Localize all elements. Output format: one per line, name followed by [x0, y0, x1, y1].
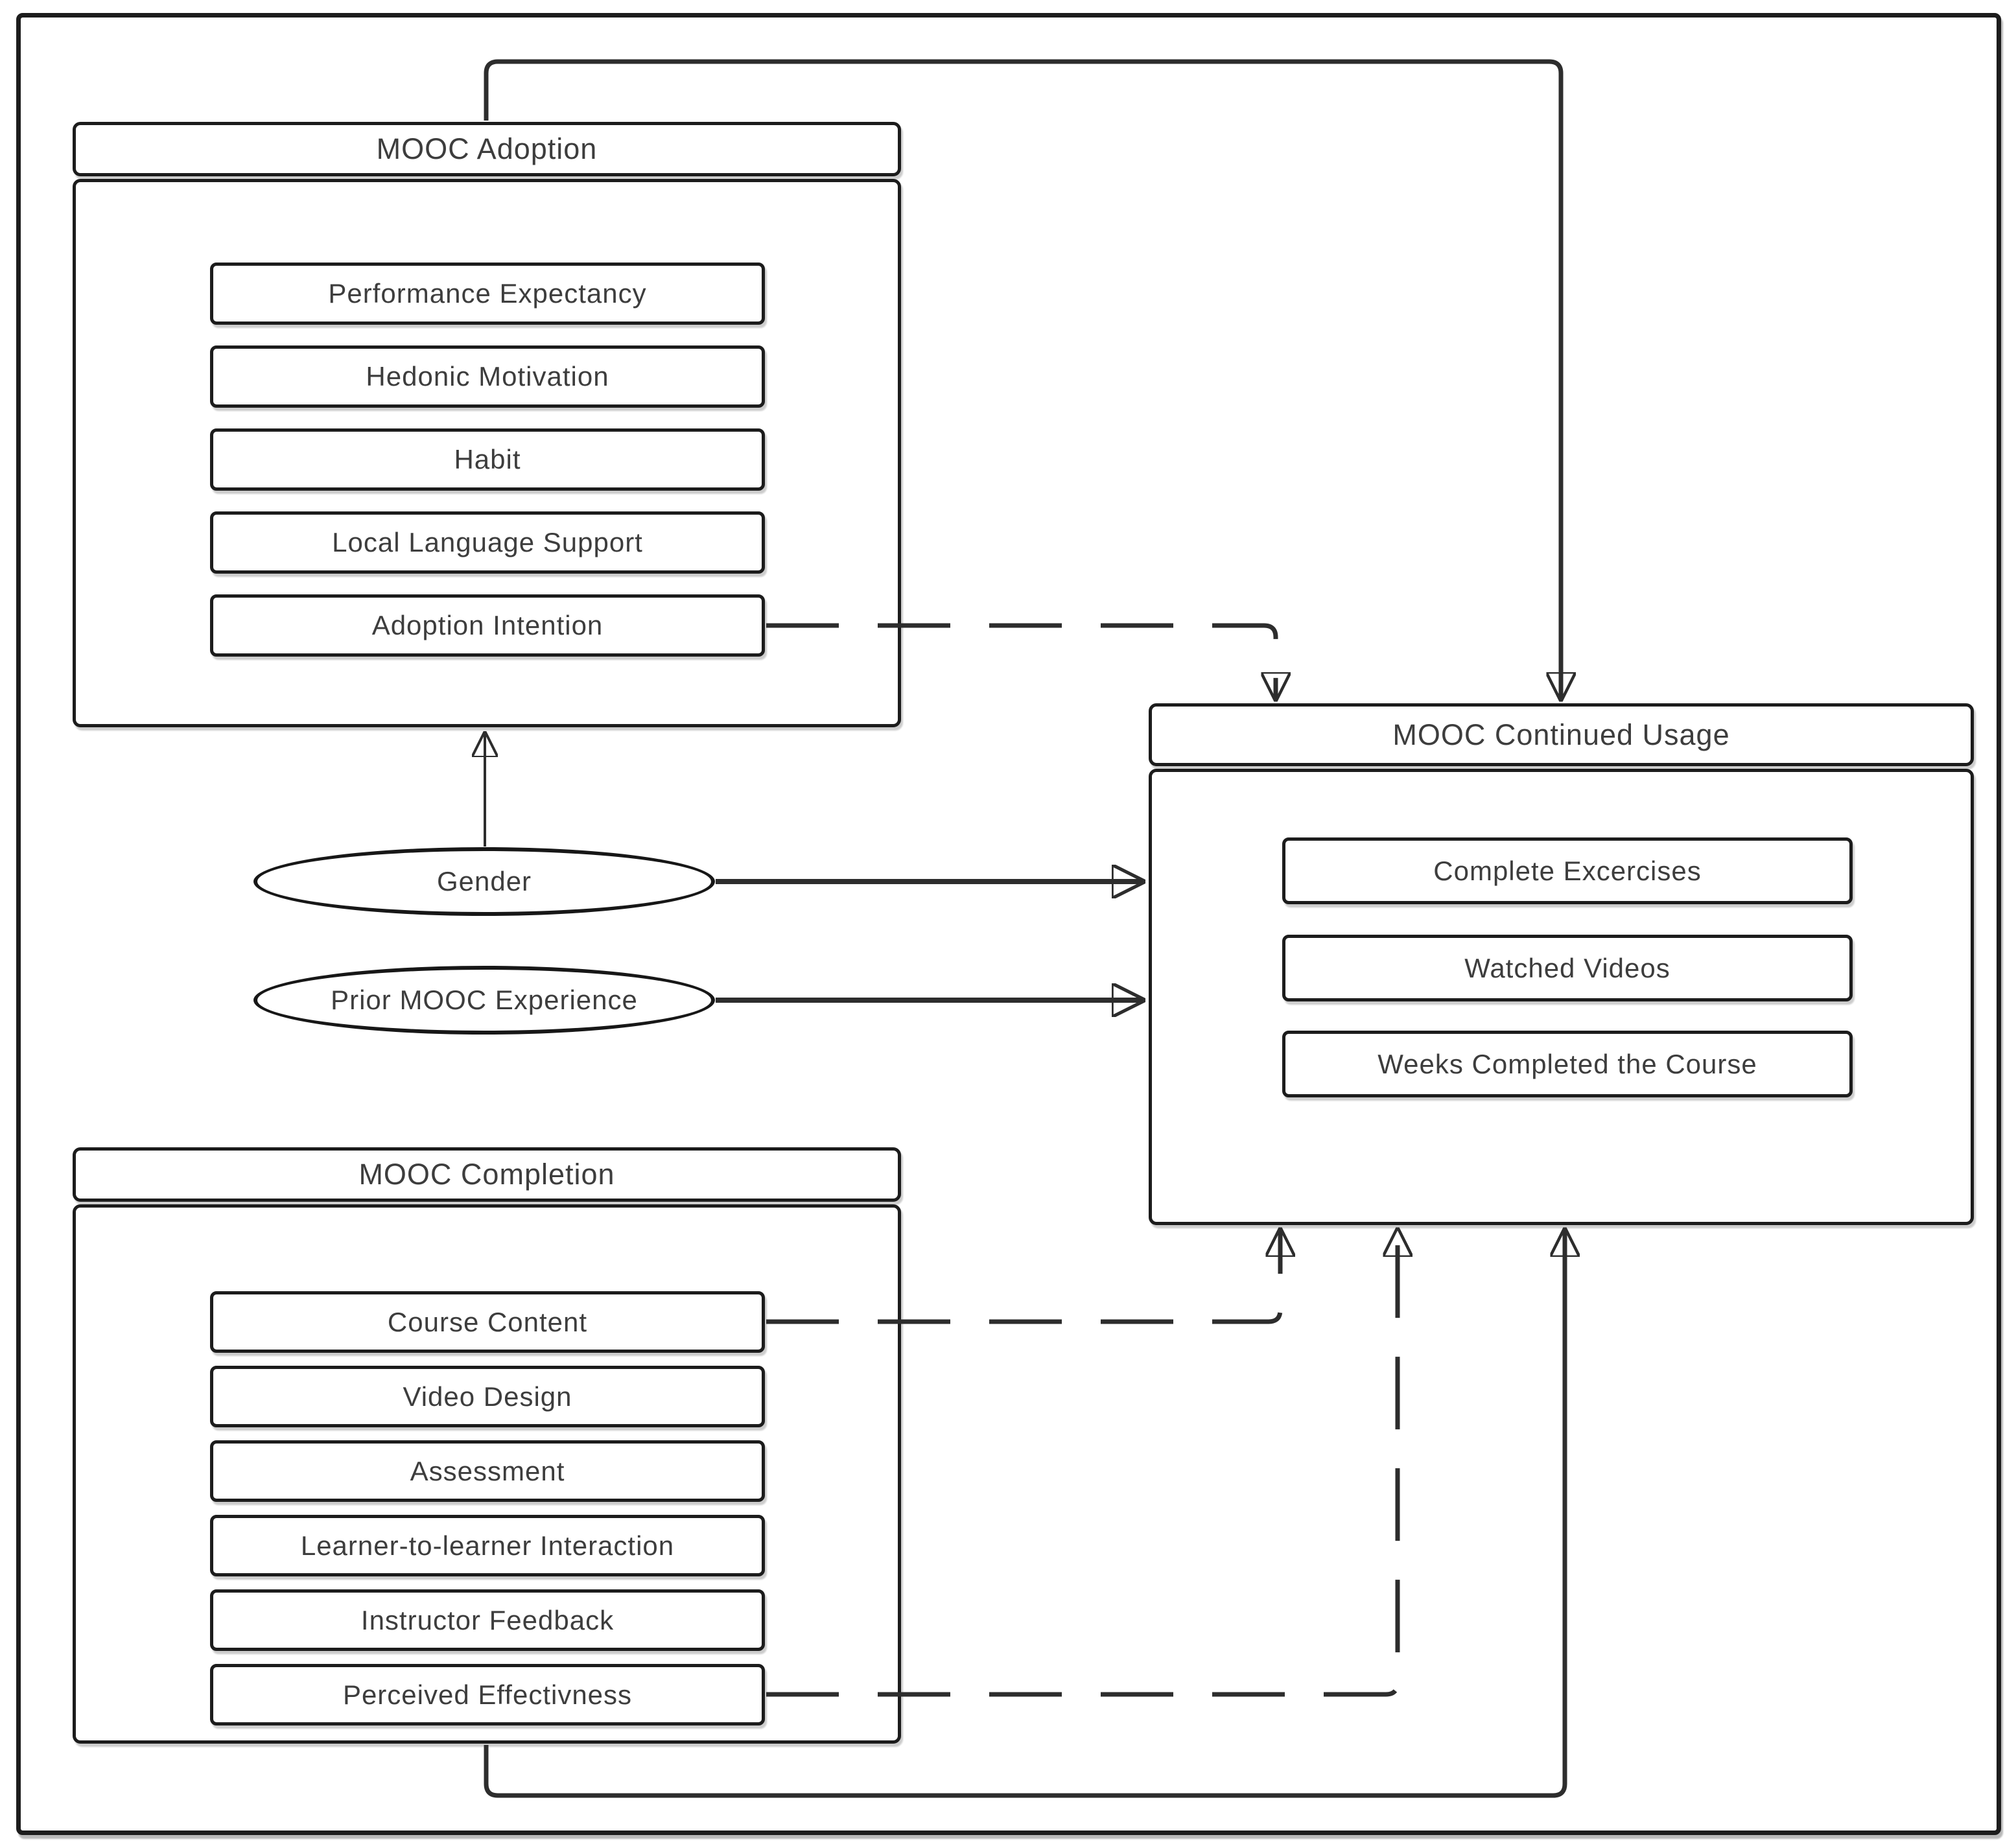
- group-mooc-continued-usage-title: MOOC Continued Usage: [1392, 718, 1730, 751]
- group-mooc-continued-usage-header: MOOC Continued Usage: [1149, 703, 1974, 766]
- node-label: Habit: [454, 444, 521, 474]
- group-mooc-adoption-title: MOOC Adoption: [376, 132, 598, 165]
- node-label: Perceived Effectivness: [342, 1679, 633, 1710]
- node-label: Course Content: [387, 1306, 588, 1337]
- node-performance-expectancy: Performance Expectancy: [210, 263, 765, 325]
- node-instructor-feedback: Instructor Feedback: [210, 1589, 765, 1651]
- node-label: Weeks Completed the Course: [1377, 1048, 1757, 1079]
- node-label: Learner-to-learner Interaction: [300, 1530, 675, 1561]
- node-label: Local Language Support: [332, 527, 643, 557]
- node-label: Complete Excercises: [1433, 855, 1702, 886]
- node-hedonic-motivation: Hedonic Motivation: [210, 345, 765, 408]
- node-label: Watched Videos: [1464, 952, 1670, 983]
- node-label: Assessment: [410, 1455, 565, 1486]
- node-watched-videos: Watched Videos: [1282, 935, 1853, 1001]
- node-gender-ellipse: Gender: [253, 847, 715, 916]
- node-weeks-completed-the-course: Weeks Completed the Course: [1282, 1031, 1853, 1097]
- node-learner-to-learner-interaction: Learner-to-learner Interaction: [210, 1515, 765, 1576]
- node-label: Video Design: [403, 1381, 572, 1412]
- node-adoption-intention: Adoption Intention: [210, 594, 765, 657]
- node-label: Adoption Intention: [371, 610, 604, 640]
- node-habit: Habit: [210, 428, 765, 491]
- group-mooc-adoption-header: MOOC Adoption: [73, 122, 901, 176]
- node-label: Performance Expectancy: [328, 278, 647, 309]
- node-video-design: Video Design: [210, 1366, 765, 1427]
- node-complete-excercises: Complete Excercises: [1282, 837, 1853, 904]
- node-label: Gender: [436, 866, 532, 896]
- group-mooc-completion-header: MOOC Completion: [73, 1147, 901, 1202]
- node-label: Instructor Feedback: [360, 1604, 615, 1635]
- node-perceived-effectivness: Perceived Effectivness: [210, 1664, 765, 1725]
- node-assessment: Assessment: [210, 1440, 765, 1502]
- node-prior-mooc-experience-ellipse: Prior MOOC Experience: [253, 966, 715, 1035]
- group-mooc-completion-title: MOOC Completion: [358, 1158, 615, 1191]
- node-label: Prior MOOC Experience: [331, 985, 638, 1015]
- node-local-language-support: Local Language Support: [210, 511, 765, 574]
- node-course-content: Course Content: [210, 1291, 765, 1353]
- node-label: Hedonic Motivation: [366, 361, 609, 392]
